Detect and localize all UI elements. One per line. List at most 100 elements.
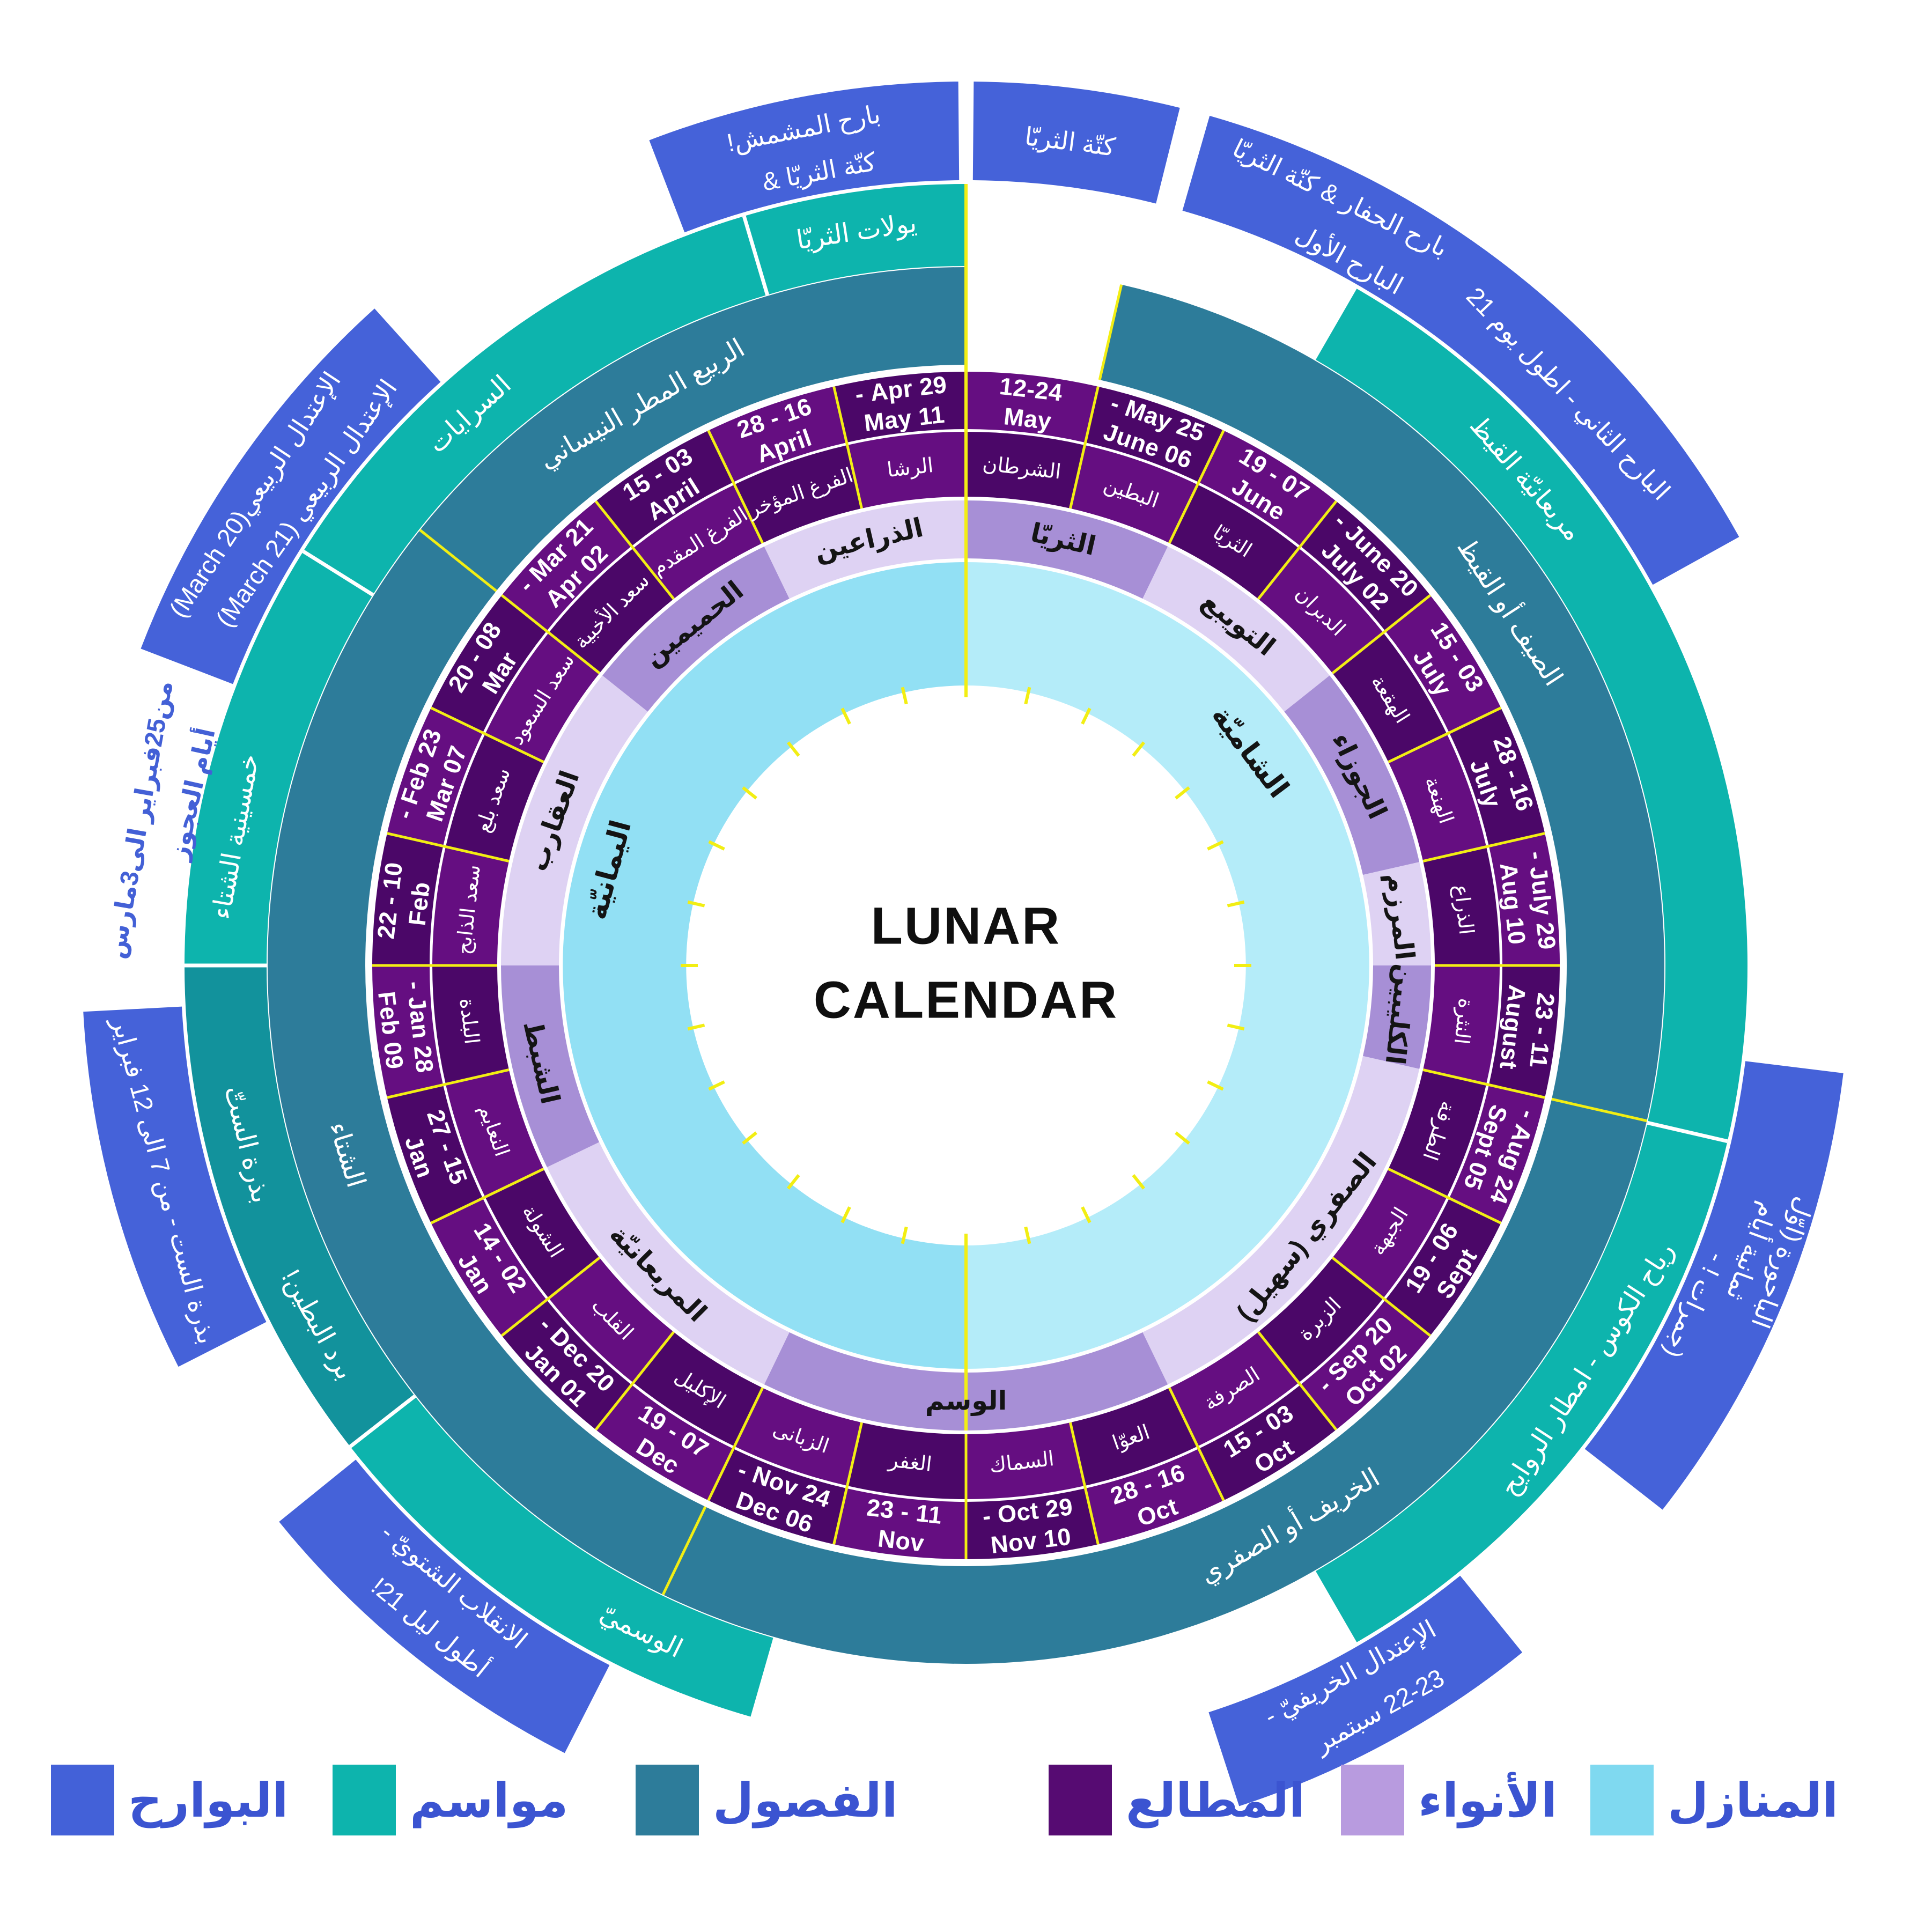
anwa-segment bbox=[1142, 1056, 1420, 1385]
station-divider-line bbox=[1257, 1331, 1338, 1431]
manzil-tick bbox=[840, 1206, 851, 1223]
station-date-segment bbox=[431, 1198, 547, 1336]
manzil-tick bbox=[1024, 1226, 1031, 1244]
station-name-segment bbox=[633, 484, 763, 599]
station-date-segment bbox=[1300, 1300, 1430, 1430]
season-divider-line bbox=[1098, 284, 1123, 380]
manzil-tick bbox=[708, 1080, 725, 1091]
anwa-segment bbox=[501, 965, 600, 1168]
mawsim-segment bbox=[350, 1396, 773, 1717]
station-divider-line bbox=[707, 1387, 764, 1501]
manzil-tick bbox=[1175, 786, 1190, 800]
manzil-tick bbox=[687, 1023, 705, 1031]
station-name-segment bbox=[485, 1169, 600, 1299]
anwa-segment bbox=[547, 1142, 790, 1385]
legend-item: الفصول bbox=[636, 1765, 898, 1835]
legend-swatch bbox=[51, 1765, 114, 1835]
station-name-segment bbox=[1258, 548, 1383, 674]
station-divider-line bbox=[594, 500, 675, 600]
anwa-segment bbox=[966, 500, 1168, 599]
station-date-segment bbox=[1488, 833, 1560, 965]
manzil-tick bbox=[786, 741, 800, 757]
mawsim-divider-line bbox=[349, 1395, 416, 1448]
station-divider-line bbox=[1168, 430, 1225, 544]
legend-item: المنازل bbox=[1590, 1765, 1838, 1835]
station-divider-line bbox=[1069, 386, 1100, 509]
station-name-segment bbox=[432, 965, 509, 1085]
manzil-tick bbox=[901, 687, 908, 705]
station-name-segment bbox=[445, 734, 544, 861]
station-divider-line bbox=[1168, 1387, 1225, 1501]
season-divider-line bbox=[661, 1506, 707, 1596]
station-date-segment bbox=[595, 1384, 734, 1501]
station-divider-line bbox=[500, 1256, 601, 1337]
station-date-segment bbox=[1449, 1085, 1545, 1223]
legend-swatch bbox=[1590, 1765, 1654, 1835]
manzil-tick bbox=[901, 1226, 908, 1244]
manzil-half bbox=[563, 562, 966, 1369]
legend-label: الأنواء bbox=[1418, 1772, 1558, 1828]
station-divider-line bbox=[1257, 500, 1338, 600]
manzil-tick bbox=[1207, 840, 1224, 851]
manzil-tick bbox=[1081, 707, 1092, 725]
manzil-tick bbox=[1024, 687, 1031, 705]
station-divider-line bbox=[387, 1068, 510, 1099]
legend-swatch bbox=[333, 1765, 396, 1835]
station-divider-line bbox=[1388, 1167, 1502, 1225]
station-divider-line bbox=[1422, 832, 1545, 862]
station-name-segment bbox=[847, 1422, 966, 1499]
legend-item: الأنواء bbox=[1341, 1765, 1557, 1835]
mawsim-divider-line bbox=[742, 216, 769, 296]
bawarih-arc bbox=[1182, 115, 1739, 585]
manzil-tick bbox=[1207, 1080, 1224, 1091]
station-date-segment bbox=[708, 1448, 847, 1545]
station-name-segment bbox=[734, 445, 862, 543]
station-date-segment bbox=[1198, 430, 1337, 547]
legend-label: البوارح bbox=[128, 1772, 289, 1828]
station-date-segment bbox=[1385, 1198, 1501, 1336]
manzil-tick bbox=[687, 900, 705, 908]
anwa-segment bbox=[1284, 675, 1420, 875]
station-name-segment bbox=[432, 846, 509, 965]
manzil-tick bbox=[786, 1174, 800, 1190]
station-date-segment bbox=[387, 707, 483, 846]
anwa-segment bbox=[1362, 862, 1431, 965]
station-date-segment bbox=[502, 501, 632, 631]
mawsim-divider-line bbox=[302, 549, 374, 596]
station-date-segment bbox=[834, 372, 966, 443]
station-name-segment bbox=[1070, 1388, 1198, 1486]
station-name-segment bbox=[847, 432, 966, 508]
station-name-segment bbox=[485, 632, 600, 762]
legend-label: الفصول bbox=[713, 1772, 898, 1828]
station-name-segment bbox=[445, 1070, 544, 1197]
station-divider-line bbox=[1331, 1256, 1432, 1337]
anwa-segment bbox=[602, 546, 790, 712]
season-segment bbox=[268, 530, 706, 1595]
station-date-segment bbox=[1085, 1448, 1224, 1545]
station-divider-line bbox=[594, 1331, 675, 1431]
station-date-segment bbox=[1385, 595, 1501, 733]
station-name-segment bbox=[1388, 734, 1487, 861]
station-divider-line bbox=[832, 386, 863, 509]
legend-swatch bbox=[636, 1765, 699, 1835]
station-date-segment bbox=[966, 372, 1098, 443]
station-name-segment bbox=[1332, 632, 1447, 762]
station-name-segment bbox=[1169, 484, 1299, 599]
mawsim-segment bbox=[1316, 289, 1747, 1141]
bawarih-arc bbox=[141, 308, 441, 684]
station-divider-line bbox=[1069, 1422, 1100, 1545]
station-date-segment bbox=[966, 1488, 1098, 1559]
manzil-tick bbox=[1081, 1206, 1092, 1223]
station-date-segment bbox=[1198, 1384, 1337, 1501]
anwa-segment bbox=[501, 675, 648, 965]
station-date-segment bbox=[1085, 386, 1224, 483]
manzil-tick bbox=[1227, 900, 1245, 908]
station-date-segment bbox=[502, 1300, 632, 1430]
mawsim-segment bbox=[1316, 1123, 1728, 1642]
legend-label: مواسم bbox=[410, 1772, 569, 1828]
station-name-segment bbox=[1423, 965, 1500, 1085]
station-date-segment bbox=[387, 1085, 483, 1223]
